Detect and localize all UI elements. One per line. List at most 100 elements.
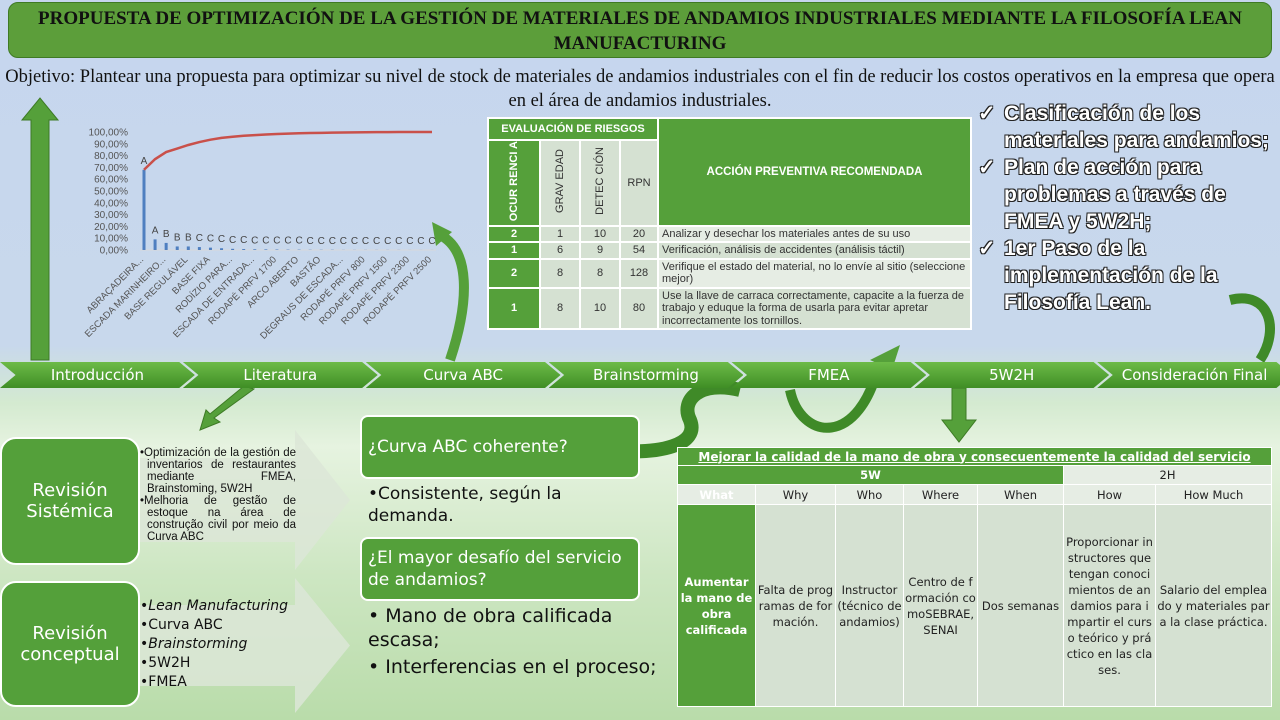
process-timeline: Introducción Literatura Curva ABC Brains… xyxy=(0,362,1280,388)
fmea-cell-d: 10 xyxy=(579,286,621,331)
fmea-cell-g: 1 xyxy=(539,224,581,244)
cell-where: Centro de formación comoSEBRAE, SENAI xyxy=(903,504,978,707)
col-what: What xyxy=(677,484,756,505)
timeline-step-literatura: Literatura xyxy=(182,362,378,388)
list-item: •Lean Manufacturing xyxy=(140,598,288,614)
bar xyxy=(231,248,235,250)
class-label: C xyxy=(340,236,347,247)
2h-header: 2H xyxy=(1063,465,1272,485)
col-where: Where xyxy=(903,484,978,505)
y-tick-label: 70,00% xyxy=(94,163,128,174)
check-icon: ✓ xyxy=(978,156,996,179)
cell-what: Aumentar la mano de obra calificada xyxy=(677,504,756,707)
col-who: Who xyxy=(835,484,904,505)
col-how-much: How Much xyxy=(1155,484,1272,505)
y-tick-label: 20,00% xyxy=(94,222,128,233)
fmea-cell-d: 8 xyxy=(579,257,621,289)
bar xyxy=(197,247,201,250)
y-tick-label: 60,00% xyxy=(94,175,128,186)
check-item: ✓Clasificación de los materiales para an… xyxy=(978,102,1269,152)
bar xyxy=(264,249,268,250)
fmea-cell-rpn: 54 xyxy=(619,241,659,260)
class-label: C xyxy=(295,236,302,247)
diagonal-arrow-icon xyxy=(199,385,256,431)
class-label: A xyxy=(141,156,148,167)
fmea-cell-rpn: 80 xyxy=(619,286,659,331)
class-label: B xyxy=(174,232,181,243)
col-why: Why xyxy=(755,484,836,505)
list-item: •Curva ABC xyxy=(140,617,223,633)
bar xyxy=(142,169,146,250)
class-label: C xyxy=(329,236,336,247)
class-label: C xyxy=(207,234,214,245)
list-item: •Brainstorming xyxy=(140,636,248,652)
5w2h-table: Mejorar la calidad de la mano de obra y … xyxy=(677,447,1272,707)
5w-header: 5W xyxy=(677,465,1064,485)
col-gravedad: GRAV EDAD xyxy=(553,149,566,214)
class-label: B xyxy=(163,229,170,240)
up-arrow-icon xyxy=(20,97,60,361)
class-label: C xyxy=(262,235,269,246)
curved-arrow-icon xyxy=(437,230,469,362)
col-when: When xyxy=(977,484,1064,505)
fmea-cell-o: 2 xyxy=(487,224,541,244)
list-item: •Optimización de la gestión de inventari… xyxy=(140,447,296,495)
timeline-step-curva-abc: Curva ABC xyxy=(365,362,561,388)
y-tick-label: 30,00% xyxy=(94,210,128,221)
list-item: • Mano de obra calificada escasa; xyxy=(368,605,613,651)
curved-arrow-icon xyxy=(1228,293,1275,363)
class-label: C xyxy=(251,235,258,246)
fmea-cell-d: 9 xyxy=(579,241,621,260)
down-arrow-icon xyxy=(940,387,978,443)
class-label: C xyxy=(196,233,203,244)
bar xyxy=(253,249,257,250)
check-icon: ✓ xyxy=(978,102,996,125)
list-item: •FMEA xyxy=(140,674,187,690)
question-curva-abc: ¿Curva ABC coherente? xyxy=(360,415,640,479)
class-label: B xyxy=(185,232,192,243)
bar xyxy=(208,247,212,250)
fmea-cell-g: 8 xyxy=(539,257,581,289)
cell-how-much: Salario del empleado y materiales para l… xyxy=(1155,504,1272,707)
fmea-cell-o: 1 xyxy=(487,241,541,260)
fmea-cell-d: 10 xyxy=(579,224,621,244)
answer-curva-abc: •Consistente, según la demanda. xyxy=(368,484,562,526)
review-sistemica-list: •Optimización de la gestión de inventari… xyxy=(140,447,296,543)
cumulative-line xyxy=(143,130,432,171)
fmea-cell-g: 8 xyxy=(539,286,581,331)
y-tick-label: 100,00% xyxy=(89,128,129,139)
col-ocurrencia: OCUR RENCI A xyxy=(507,141,520,222)
answers-desafio: • Mano de obra calificada escasa; • Inte… xyxy=(368,604,658,679)
list-item: • Interferencias en el proceso; xyxy=(368,656,657,678)
abc-pareto-chart: 0,00%10,00%20,00%30,00%40,00%50,00%60,00… xyxy=(83,128,436,342)
fmea-cell-o: 1 xyxy=(487,286,541,331)
5w2h-title: Mejorar la calidad de la mano de obra y … xyxy=(677,447,1272,466)
check-item: ✓Plan de acción para problemas a través … xyxy=(978,156,1226,233)
y-tick-label: 80,00% xyxy=(94,151,128,162)
cell-how: Proporcionar instructores que tengan con… xyxy=(1063,504,1156,707)
col-how: How xyxy=(1063,484,1156,505)
class-label: C xyxy=(417,236,424,247)
class-label: C xyxy=(395,236,402,247)
fmea-cell-rpn: 128 xyxy=(619,257,659,289)
class-label: C xyxy=(428,236,435,247)
fmea-cell-action: Use la llave de carraca correctamente, c… xyxy=(657,286,972,331)
bar xyxy=(186,246,190,250)
review-conceptual-list: •Lean Manufacturing •Curva ABC •Brainsto… xyxy=(140,597,310,692)
timeline-step-brainstorming: Brainstorming xyxy=(548,362,744,388)
class-label: A xyxy=(152,225,159,236)
timeline-step-5w2h: 5W2H xyxy=(914,362,1110,388)
class-label: C xyxy=(406,236,413,247)
class-label: C xyxy=(284,236,291,247)
list-item: •5W2H xyxy=(140,655,191,671)
class-label: C xyxy=(240,235,247,246)
y-tick-label: 0,00% xyxy=(100,246,128,257)
poster-title: PROPUESTA DE OPTIMIZACIÓN DE LA GESTIÓN … xyxy=(8,2,1272,58)
class-label: C xyxy=(218,234,225,245)
objective-text: Objetivo: Plantear una propuesta para op… xyxy=(5,67,1275,111)
fmea-cell-action: Analizar y desechar los materiales antes… xyxy=(657,224,972,244)
